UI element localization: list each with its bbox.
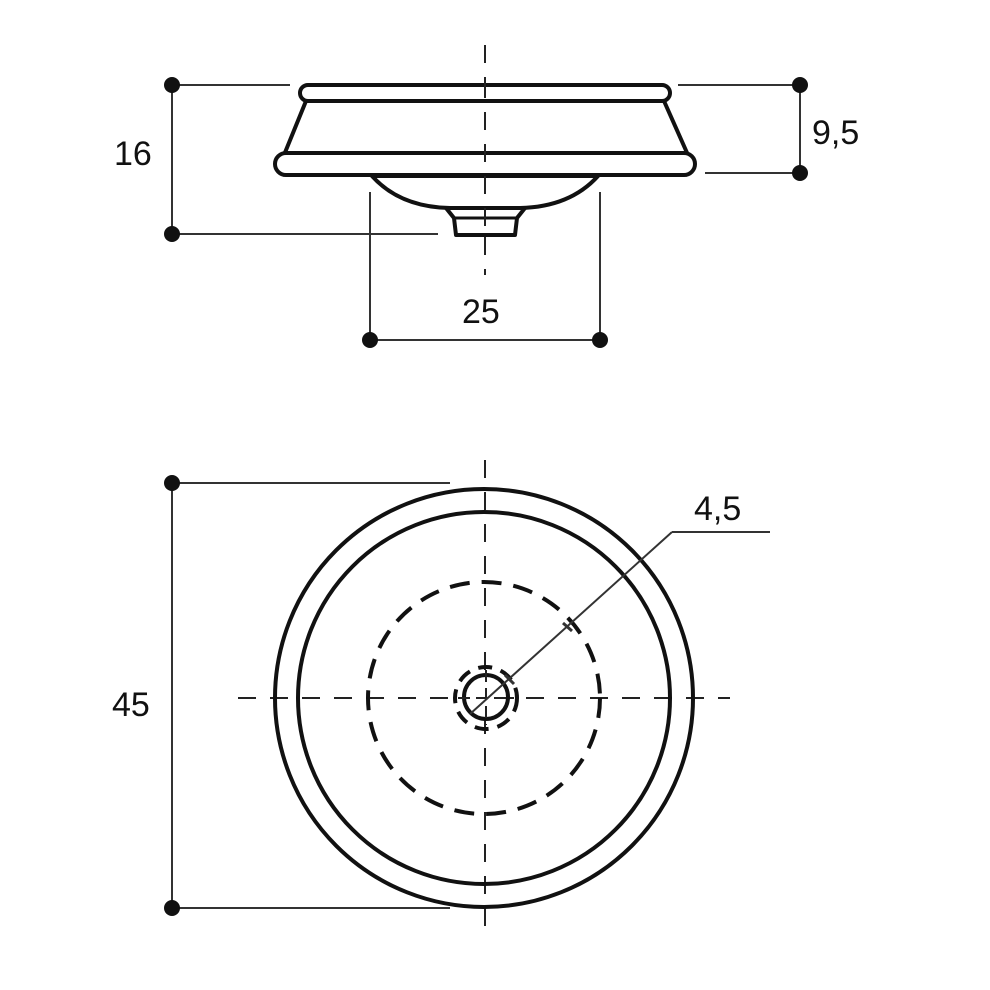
dimension-point (362, 332, 378, 348)
dimension-outer-diameter: 45 (112, 475, 450, 916)
hidden-stem-circle (453, 665, 519, 731)
side-view: 16 9,5 25 (114, 45, 859, 348)
hole-diameter-label: 4,5 (694, 490, 741, 528)
dimension-point (164, 900, 180, 916)
inner-rim-circle (296, 510, 672, 886)
dimension-point (792, 165, 808, 181)
dimension-point (792, 77, 808, 93)
dimension-point (164, 475, 180, 491)
head-height-label: 9,5 (812, 114, 859, 152)
dimension-hole-diameter: 4,5 (469, 490, 770, 715)
dimension-point (592, 332, 608, 348)
hidden-base-circle (366, 580, 602, 816)
dimension-point (164, 77, 180, 93)
outer-diameter-label: 45 (112, 686, 150, 724)
outer-rim-circle (273, 487, 695, 909)
top-view: 45 4,5 (112, 460, 770, 940)
total-height-label: 16 (114, 135, 152, 173)
dimension-point (164, 226, 180, 242)
dimension-head-height: 9,5 (678, 77, 859, 181)
dimension-total-height: 16 (114, 77, 438, 242)
base-diameter-label: 25 (462, 293, 500, 331)
dimension-base-diameter: 25 (362, 192, 608, 348)
